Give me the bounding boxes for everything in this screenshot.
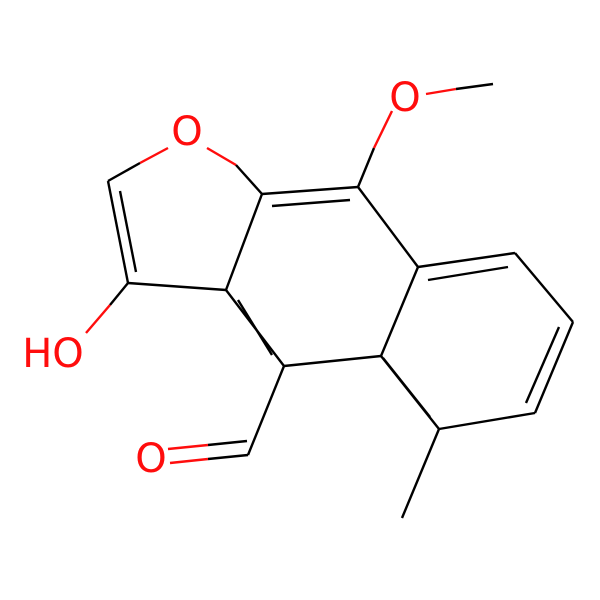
- bond-c10-c11-inner: [524, 326, 561, 404]
- bond-o1-c7a: [235, 164, 263, 195]
- bond-c8-omethoxy: [356, 147, 376, 188]
- bond-c12-c4a-inner: [382, 357, 431, 418]
- ring-oxygen-label: O: [171, 109, 202, 155]
- bond-c8a-c4a: [379, 266, 420, 357]
- bond-c2-o1: [107, 161, 141, 183]
- aldehyde-oxygen-label: O: [135, 436, 166, 482]
- bond-cho-o: [207, 453, 249, 461]
- bond-c11-c12: [438, 411, 536, 431]
- bond-c8-omethoxy-red: [372, 110, 394, 149]
- bond-c8a-c9-inner: [427, 265, 509, 282]
- bond-c4-c3a-inner: [236, 299, 274, 356]
- bond-c2-o1-red: [139, 146, 169, 165]
- bond-c3-oh-red: [85, 304, 111, 334]
- atom-label-layer: O O HO O: [22, 75, 421, 482]
- bond-c3-oh: [109, 282, 129, 306]
- bond-c8-c8a: [357, 186, 419, 268]
- bond-c7a-c8-inner: [271, 198, 351, 208]
- bond-c4a-c4: [283, 354, 382, 368]
- bond-c10-c11: [533, 321, 575, 414]
- bond-c9-c10: [514, 252, 574, 323]
- bond-c3-c3a: [127, 281, 227, 292]
- bond-c3a-c7a: [224, 193, 264, 291]
- hydroxyl-label: HO: [22, 331, 84, 377]
- bond-cho-o-red: [169, 457, 209, 465]
- bond-cho-o-second-red: [167, 443, 209, 451]
- bond-omethoxy-ch3: [455, 82, 494, 91]
- bond-c2-c3: [106, 180, 130, 284]
- bond-c2-c3-inner: [118, 190, 138, 273]
- bond-o1-c7a-red: [206, 146, 237, 167]
- bond-omethoxy-ch3-red: [425, 87, 457, 96]
- bond-cho-o-second: [207, 439, 248, 447]
- bond-c8a-c9: [417, 251, 516, 269]
- bond-c4-cho: [246, 365, 286, 456]
- bond-layer: [85, 82, 575, 519]
- bond-c7a-c8: [261, 185, 359, 196]
- methoxy-oxygen-label: O: [389, 75, 420, 121]
- bond-methyl: [400, 428, 441, 519]
